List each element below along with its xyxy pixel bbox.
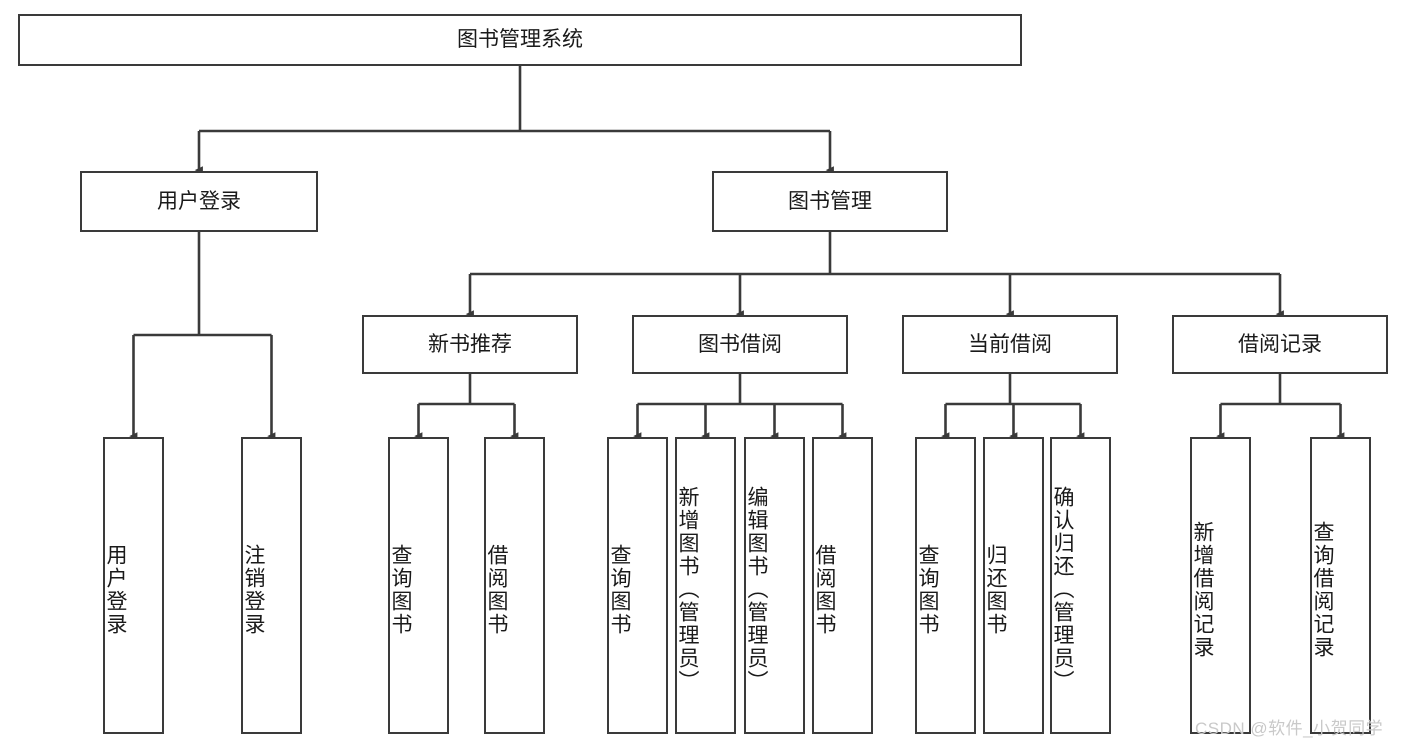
node-leaf-add-record[interactable]: 新增借阅记录 (1190, 437, 1251, 734)
node-label: 图书管理系统 (457, 28, 583, 52)
node-label: 确认归还（管理员） (1051, 486, 1074, 693)
node-leaf-query-book-cur[interactable]: 查询图书 (915, 437, 976, 734)
node-label: 图书借阅 (698, 332, 782, 356)
node-label: 用户登录 (104, 543, 127, 636)
node-label: 新增借阅记录 (1191, 520, 1214, 659)
node-label: 查询借阅记录 (1311, 520, 1334, 659)
node-label: 借阅图书 (485, 543, 508, 636)
node-leaf-borrow-book[interactable]: 借阅图书 (812, 437, 873, 734)
node-label: 查询图书 (389, 543, 412, 636)
node-leaf-query-book[interactable]: 查询图书 (607, 437, 668, 734)
node-label: 当前借阅 (968, 332, 1052, 356)
node-label: 注销登录 (242, 543, 265, 636)
node-label: 编辑图书（管理员） (745, 486, 768, 693)
node-user-login[interactable]: 用户登录 (80, 171, 318, 232)
node-leaf-user-login[interactable]: 用户登录 (103, 437, 164, 734)
node-label: 归还图书 (984, 543, 1007, 636)
node-leaf-borrow-book-rec[interactable]: 借阅图书 (484, 437, 545, 734)
node-new-book-rec[interactable]: 新书推荐 (362, 315, 578, 374)
node-label: 借阅图书 (813, 543, 836, 636)
node-borrow-record[interactable]: 借阅记录 (1172, 315, 1388, 374)
node-leaf-query-record[interactable]: 查询借阅记录 (1310, 437, 1371, 734)
node-leaf-query-book-rec[interactable]: 查询图书 (388, 437, 449, 734)
node-leaf-return-book[interactable]: 归还图书 (983, 437, 1044, 734)
node-root[interactable]: 图书管理系统 (18, 14, 1022, 66)
node-label: 用户登录 (157, 189, 241, 213)
node-leaf-add-book[interactable]: 新增图书（管理员） (675, 437, 736, 734)
node-leaf-user-logout[interactable]: 注销登录 (241, 437, 302, 734)
node-book-borrow[interactable]: 图书借阅 (632, 315, 848, 374)
node-leaf-edit-book[interactable]: 编辑图书（管理员） (744, 437, 805, 734)
node-label: 查询图书 (608, 543, 631, 636)
node-label: 图书管理 (788, 189, 872, 213)
node-current-borrow[interactable]: 当前借阅 (902, 315, 1118, 374)
node-label: 新增图书（管理员） (676, 486, 699, 693)
node-book-manage[interactable]: 图书管理 (712, 171, 948, 232)
node-label: 查询图书 (916, 543, 939, 636)
node-label: 借阅记录 (1238, 332, 1322, 356)
node-label: 新书推荐 (428, 332, 512, 356)
node-leaf-confirm-return[interactable]: 确认归还（管理员） (1050, 437, 1111, 734)
